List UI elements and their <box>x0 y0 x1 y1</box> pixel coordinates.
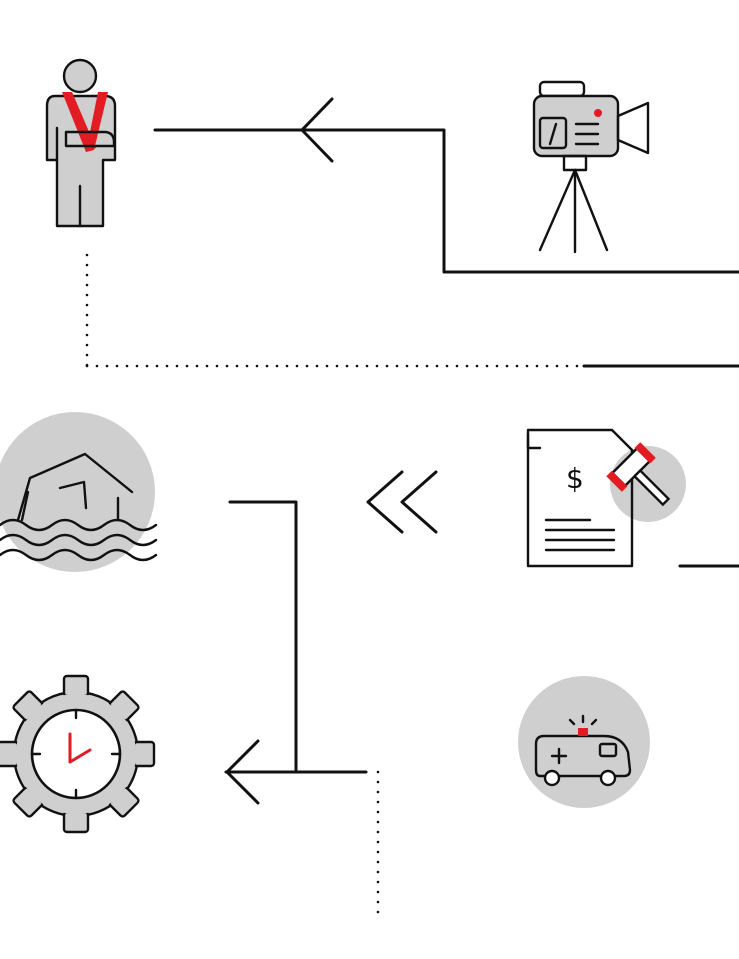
arrow-left-icon <box>225 739 260 805</box>
video-camera-tripod-icon <box>532 80 650 254</box>
connector-person-dotted <box>85 253 739 368</box>
ambulance-icon <box>518 676 650 808</box>
double-chevron-left-icon <box>366 470 438 534</box>
dollar-sign: $ <box>566 462 584 495</box>
connector-flood-to-gear <box>224 500 368 805</box>
injured-person-arm-sling-icon <box>45 58 117 228</box>
gear-clock-icon <box>0 674 156 834</box>
legal-bill-gavel-icon: $ <box>526 428 686 568</box>
arrow-left-icon <box>300 97 334 163</box>
flooded-house-icon <box>0 412 158 572</box>
connector-camera-to-person <box>153 97 739 274</box>
